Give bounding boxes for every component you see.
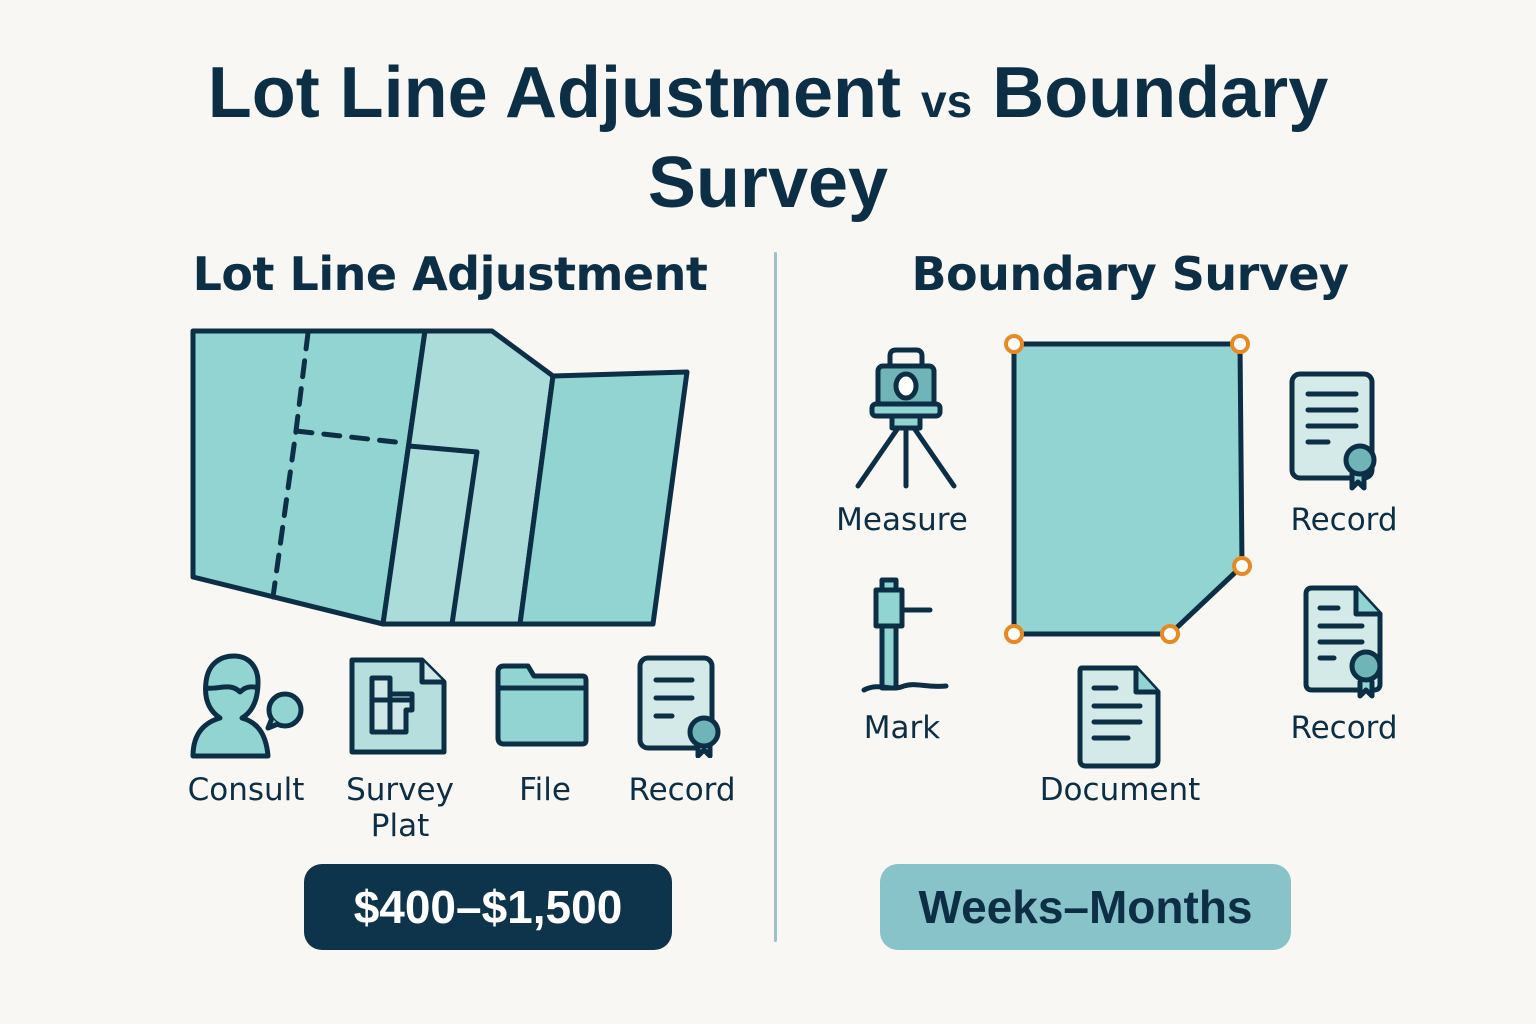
step-label-consult: Consult xyxy=(187,772,305,808)
certificate-icon xyxy=(637,655,721,758)
boundary-polygon xyxy=(1004,334,1252,644)
left-column-heading: Lot Line Adjustment xyxy=(192,247,708,301)
vertex-marker xyxy=(1004,624,1024,644)
title-line-1: Lot Line Adjustment vs Boundary xyxy=(0,52,1536,142)
step-label-survey-plat-line-1: Survey xyxy=(346,772,454,808)
vertex-marker xyxy=(1232,556,1252,576)
certificate-icon xyxy=(1289,371,1377,491)
person-speech-icon xyxy=(190,653,304,759)
step-label-file: File xyxy=(519,772,571,808)
right-column-heading: Boundary Survey xyxy=(911,247,1349,301)
lot-parcels-map xyxy=(190,328,690,627)
step-label-measure: Measure xyxy=(836,502,968,538)
step-label-document: Document xyxy=(1039,772,1201,808)
vertex-marker xyxy=(1004,334,1024,354)
vertex-marker xyxy=(1160,624,1180,644)
cost-badge: $400–$1,500 xyxy=(304,864,672,950)
step-label-record: Record xyxy=(628,772,736,808)
title-part-2: Boundary xyxy=(992,53,1329,133)
column-divider xyxy=(774,252,777,942)
vertex-marker xyxy=(1230,334,1250,354)
title-line-2: Survey xyxy=(647,143,889,223)
survey-plat-icon xyxy=(349,657,447,755)
survey-marker-icon xyxy=(861,577,949,693)
step-label-record-top: Record xyxy=(1290,502,1398,538)
folder-icon xyxy=(495,663,589,747)
page-title: Lot Line Adjustment vs Boundary Survey xyxy=(0,52,1536,224)
step-label-mark: Mark xyxy=(863,710,941,746)
step-label-record-bottom: Record xyxy=(1290,710,1398,746)
timeline-badge: Weeks–Months xyxy=(880,864,1291,950)
document-icon xyxy=(1077,665,1161,769)
step-label-survey-plat-line-2: Plat xyxy=(370,808,430,844)
title-part-1: Lot Line Adjustment xyxy=(207,53,902,133)
title-vs: vs xyxy=(921,75,973,127)
step-label-survey-plat: Survey Plat xyxy=(330,772,470,844)
certificate-document-icon xyxy=(1303,585,1383,699)
theodolite-tripod-icon xyxy=(855,347,957,489)
